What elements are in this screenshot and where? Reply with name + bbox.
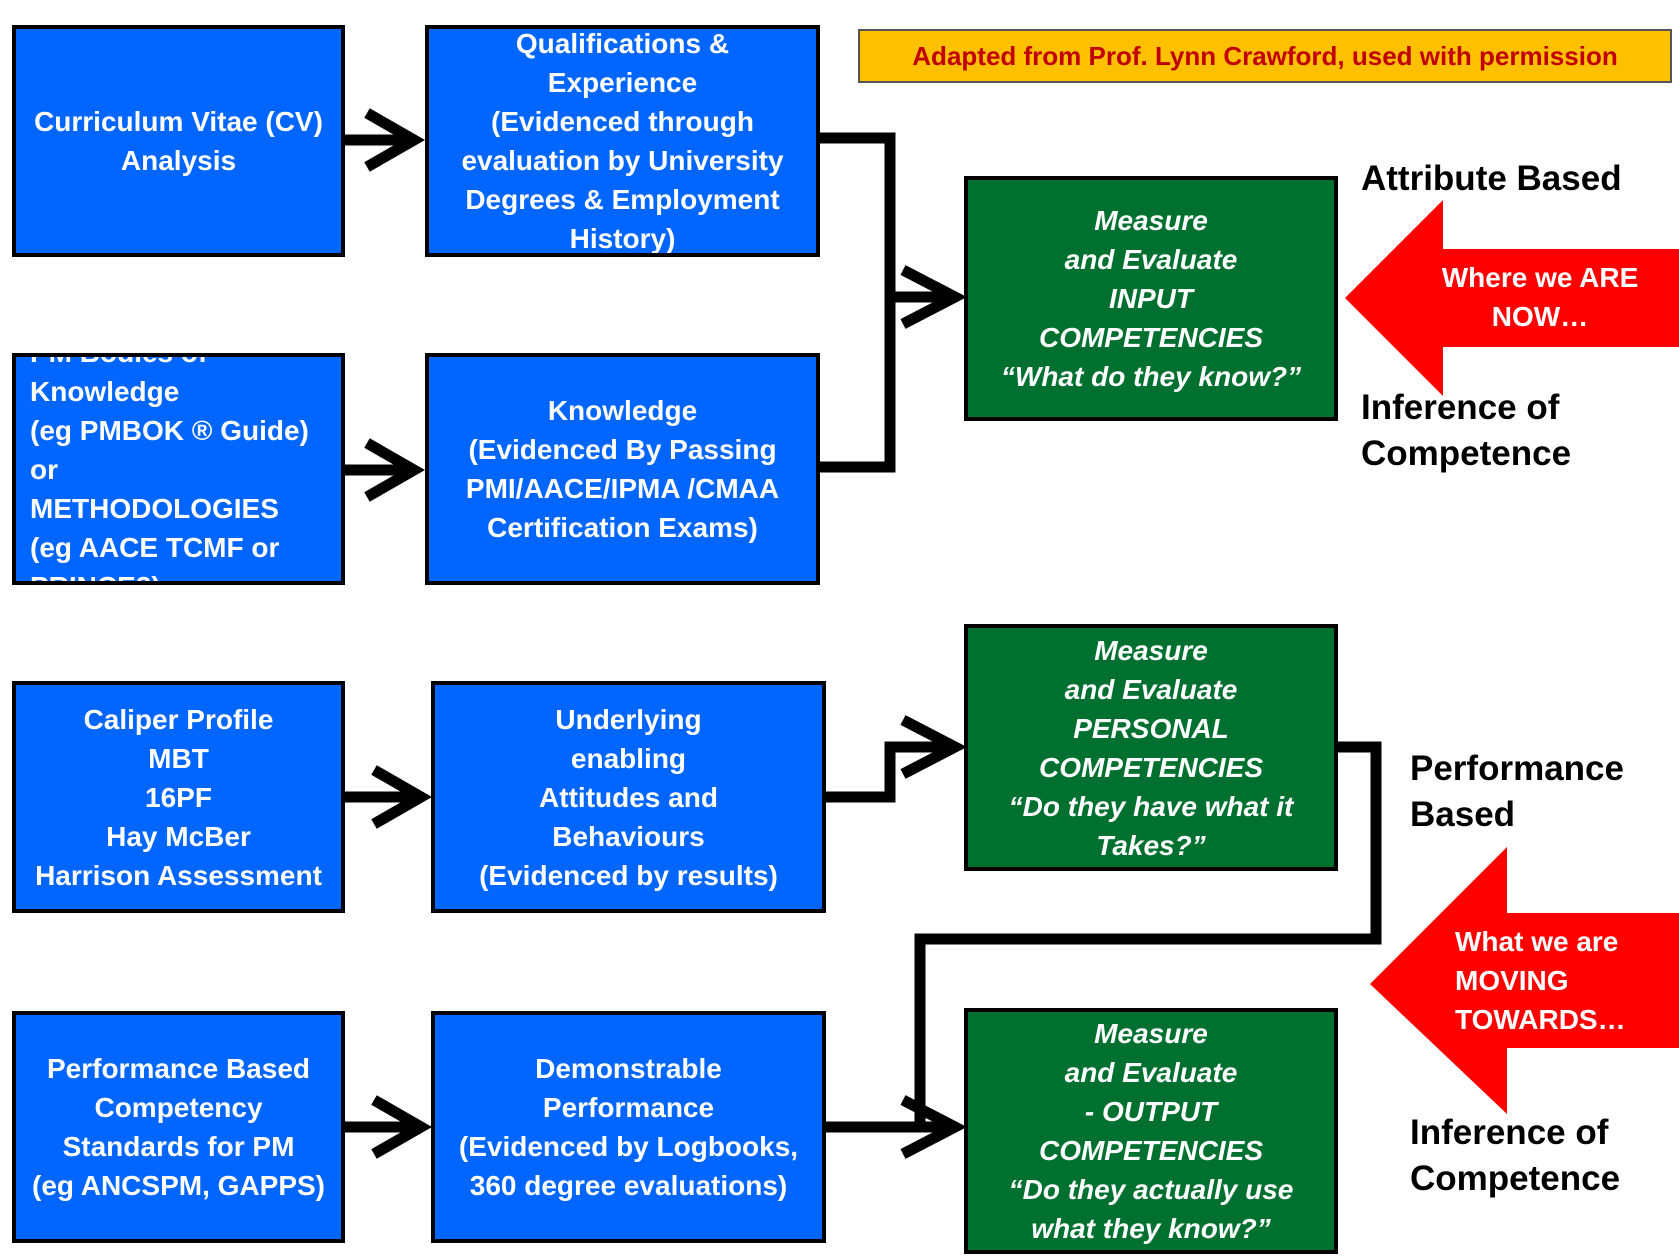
cv-analysis-text: Curriculum Vitae (CV) Analysis (34, 106, 323, 176)
demonstrable-performance-box: Demonstrable Performance (Evidenced by L… (431, 1011, 826, 1243)
inference-bottom-label: Inference of Competence (1410, 1113, 1621, 1198)
attitudes-text: Underlying enabling Attitudes and Behavi… (479, 703, 778, 891)
connector-row1-to-input (819, 132, 896, 297)
attitudes-box: Underlying enabling Attitudes and Behavi… (431, 681, 826, 913)
where-now-text: Where we ARE NOW… (1441, 262, 1639, 332)
arrow-row4-head (371, 1095, 433, 1159)
moving-towards-arrow-shape (1370, 847, 1679, 1114)
pm-bodies-box: PM Bodies of Knowledge (eg PMBOK ® Guide… (12, 353, 345, 585)
knowledge-box: Knowledge (Evidenced By Passing PMI/AACE… (425, 353, 820, 585)
connector-row2-to-input (819, 297, 896, 473)
arrow-personal-head (900, 715, 967, 779)
inference-top-label: Inference of Competence (1361, 388, 1572, 473)
output-competencies-box: Measure and Evaluate - OUTPUT COMPETENCI… (964, 1008, 1338, 1254)
caliper-profile-box: Caliper Profile MBT 16PF Hay McBer Harri… (12, 681, 345, 913)
attribution-text: Adapted from Prof. Lynn Crawford, used w… (912, 40, 1618, 71)
qualifications-text: Qualifications & Experience (Evidenced t… (461, 28, 784, 254)
output-competencies-text: Measure and Evaluate - OUTPUT COMPETENCI… (1008, 1018, 1294, 1244)
demonstrable-performance-text: Demonstrable Performance (Evidenced by L… (458, 1053, 799, 1201)
connector-row3-to-personal (826, 741, 955, 803)
knowledge-text: Knowledge (Evidenced By Passing PMI/AACE… (465, 395, 780, 543)
where-now-arrow-shape (1345, 200, 1679, 396)
attribute-based-label: Attribute Based (1361, 159, 1622, 198)
pm-bodies-text: PM Bodies of Knowledge (eg PMBOK ® Guide… (30, 357, 309, 581)
connector-personal-to-output (914, 741, 1382, 1127)
personal-competencies-box: Measure and Evaluate PERSONAL COMPETENCI… (964, 624, 1338, 871)
cv-analysis-box: Curriculum Vitae (CV) Analysis (12, 25, 345, 257)
arrow-input-head (900, 265, 967, 329)
performance-standards-box: Performance Based Competency Standards f… (12, 1011, 345, 1243)
performance-based-label: Performance Based (1410, 749, 1624, 834)
performance-standards-text: Performance Based Competency Standards f… (32, 1053, 325, 1201)
personal-competencies-text: Measure and Evaluate PERSONAL COMPETENCI… (1008, 634, 1294, 861)
arrow-row1-head (364, 108, 426, 172)
arrow-row2-head (364, 438, 426, 502)
input-competencies-text: Measure and Evaluate INPUT COMPETENCIES … (1000, 205, 1302, 392)
qualifications-box: Qualifications & Experience (Evidenced t… (425, 25, 820, 257)
attribution-banner: Adapted from Prof. Lynn Crawford, used w… (858, 29, 1672, 83)
input-competencies-box: Measure and Evaluate INPUT COMPETENCIES … (964, 176, 1338, 421)
caliper-profile-text: Caliper Profile MBT 16PF Hay McBer Harri… (35, 703, 322, 891)
moving-towards-text: What we are MOVING TOWARDS… (1455, 926, 1626, 1035)
arrow-output-head (900, 1095, 967, 1159)
arrow-row3-head (371, 765, 433, 829)
